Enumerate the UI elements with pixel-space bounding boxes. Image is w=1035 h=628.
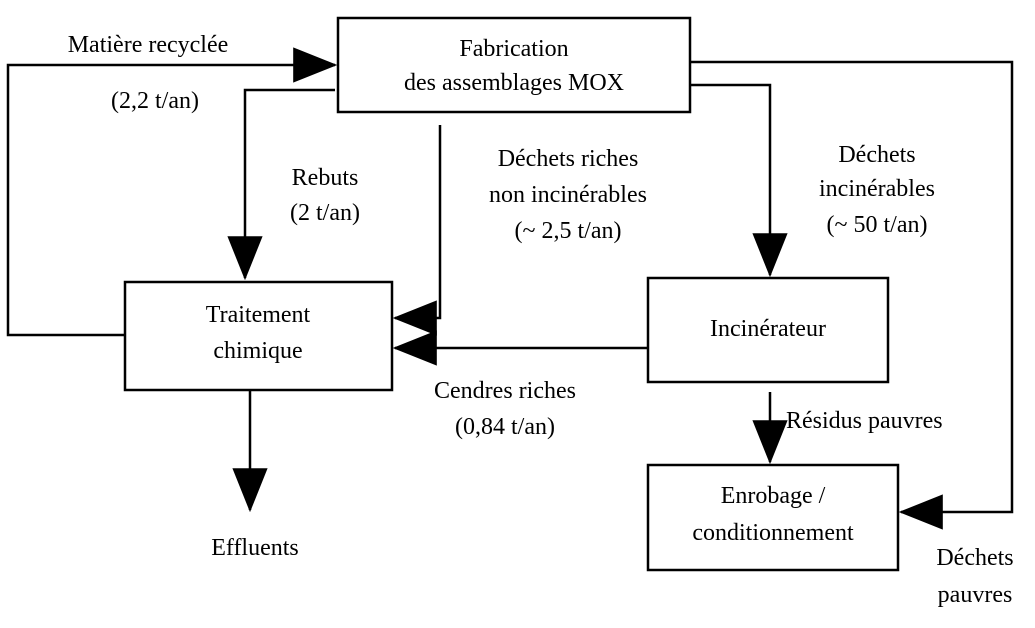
residus-pauvres-label: Résidus pauvres: [786, 408, 943, 434]
cendres-riches-label: Cendres riches: [434, 378, 576, 404]
effluents-label: Effluents: [211, 535, 299, 561]
rebuts-label: Rebuts: [292, 165, 359, 191]
incinerateur-label: Incinérateur: [710, 316, 826, 342]
box-fabrication: [336, 16, 692, 114]
box-incinerateur: [646, 276, 890, 384]
rebuts-qty: (2 t/an): [290, 200, 360, 226]
dechets-riches-line2: non incinérables: [489, 182, 647, 208]
box-traitement: [123, 280, 394, 392]
arrow-dechets-riches: [392, 125, 442, 336]
enrobage-line2: conditionnement: [692, 520, 854, 546]
box-enrobage: [646, 463, 900, 572]
dechets-incinerables-line2: incinérables: [819, 176, 935, 202]
traitement-line1: Traitement: [206, 302, 311, 328]
enrobage-line1: Enrobage /: [721, 483, 826, 509]
cendres-riches-qty: (0,84 t/an): [455, 414, 555, 440]
matiere-recyclee-label: Matière recyclée: [68, 32, 229, 58]
fabrication-line1: Fabrication: [459, 36, 568, 62]
dechets-pauvres-line2: pauvres: [938, 582, 1013, 608]
arrow-matiere-recyclee: [6, 47, 338, 337]
arrow-rebuts: [227, 88, 335, 281]
dechets-riches-qty: (~ 2,5 t/an): [515, 218, 622, 244]
fabrication-line2: des assemblages MOX: [404, 70, 624, 96]
arrow-dechets-incinerables: [690, 83, 788, 278]
matiere-recyclee-qty: (2,2 t/an): [111, 88, 199, 114]
arrow-dechets-pauvres: [690, 60, 1014, 530]
dechets-pauvres-line1: Déchets: [936, 545, 1013, 571]
dechets-riches-line1: Déchets riches: [498, 146, 639, 172]
dechets-incinerables-qty: (~ 50 t/an): [827, 212, 928, 238]
dechets-incinerables-line1: Déchets: [838, 142, 915, 168]
traitement-line2: chimique: [213, 338, 302, 364]
